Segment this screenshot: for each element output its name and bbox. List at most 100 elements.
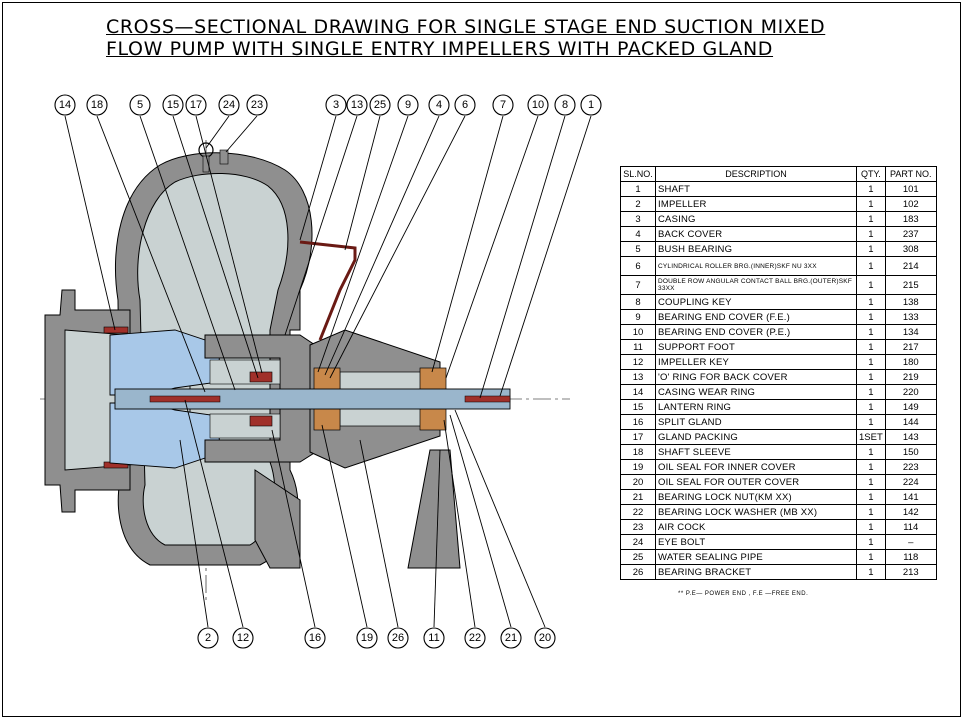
balloon-25 xyxy=(369,94,391,116)
cell-part-no: 141 xyxy=(884,489,937,505)
cell-description: 'O' RING FOR BACK COVER xyxy=(655,369,857,385)
cell-sl-no: 3 xyxy=(620,211,656,227)
balloon-label: 24 xyxy=(223,99,235,111)
cell-sl-no: 17 xyxy=(620,429,656,445)
cell-qty: 1 xyxy=(856,354,886,370)
cell-qty: 1 xyxy=(856,504,886,520)
balloon-label: 11 xyxy=(428,632,439,644)
cell-description: BEARING BRACKET xyxy=(655,564,857,580)
balloon-label: 16 xyxy=(309,632,321,644)
water-sealing-pipe xyxy=(299,240,357,341)
cell-part-no: 143 xyxy=(884,429,937,445)
balloon-label: 12 xyxy=(237,632,249,644)
cell-qty: 1 xyxy=(856,489,886,505)
balloon-label: 6 xyxy=(462,99,468,111)
balloon-3 xyxy=(325,94,347,116)
cell-description: GLAND PACKING xyxy=(655,429,857,445)
drawing-title-line-1: CROSS—SECTIONAL DRAWING FOR SINGLE STAGE… xyxy=(106,16,826,38)
balloon-label: 4 xyxy=(436,99,442,111)
cell-sl-no: 24 xyxy=(620,534,656,550)
cell-part-no: 102 xyxy=(884,196,937,212)
cell-qty: 1 xyxy=(856,256,886,276)
cell-description: IMPELLER KEY xyxy=(655,354,857,370)
balloon-label: 1 xyxy=(588,99,594,111)
balloon-1 xyxy=(580,94,602,116)
cell-sl-no: 18 xyxy=(620,444,656,460)
cell-sl-no: 15 xyxy=(620,399,656,415)
cell-description: SUPPORT FOOT xyxy=(655,339,857,355)
cell-part-no: 220 xyxy=(884,384,937,400)
cell-sl-no: 14 xyxy=(620,384,656,400)
cell-sl-no: 19 xyxy=(620,459,656,475)
cell-qty: 1 xyxy=(856,241,886,257)
balloon-label: 5 xyxy=(137,99,143,111)
cell-description: SHAFT xyxy=(655,181,857,197)
cell-qty: 1 xyxy=(856,294,886,310)
cell-qty: 1 xyxy=(856,309,886,325)
balloon-6 xyxy=(454,94,476,116)
balloon-label: 19 xyxy=(361,632,373,644)
balloon-label: 3 xyxy=(333,99,339,111)
balloon-label: 20 xyxy=(539,632,551,644)
cell-qty: 1 xyxy=(856,519,886,535)
cell-qty: 1 xyxy=(856,211,886,227)
outer-ball-bearing-top xyxy=(419,367,447,391)
col-sl-no: SL.NO. xyxy=(620,166,656,182)
cell-part-no: 133 xyxy=(884,309,937,325)
cell-qty: 1 xyxy=(856,181,886,197)
air-cock xyxy=(219,149,229,165)
table-note: ** P.E— POWER END , F.E —FREE END. xyxy=(678,591,809,597)
table-header-row: SL.NO. DESCRIPTION QTY. PART NO. xyxy=(620,166,937,182)
cell-part-no: 114 xyxy=(884,519,937,535)
cell-sl-no: 25 xyxy=(620,549,656,565)
cell-description: IMPELLER xyxy=(655,196,857,212)
cell-sl-no: 21 xyxy=(620,489,656,505)
cell-qty: 1 xyxy=(856,384,886,400)
cell-qty: 1 xyxy=(856,339,886,355)
col-qty: QTY. xyxy=(856,166,886,182)
cell-sl-no: 6 xyxy=(620,256,656,276)
cell-part-no: 224 xyxy=(884,474,937,490)
cell-part-no: 142 xyxy=(884,504,937,520)
cell-part-no: 217 xyxy=(884,339,937,355)
cell-part-no: 118 xyxy=(884,549,937,565)
cell-sl-no: 20 xyxy=(620,474,656,490)
cell-part-no: – xyxy=(884,534,937,550)
balloon-8 xyxy=(554,94,576,116)
balloon-label: 7 xyxy=(500,99,506,111)
cell-sl-no: 2 xyxy=(620,196,656,212)
casing-foot xyxy=(254,469,301,569)
cell-sl-no: 10 xyxy=(620,324,656,340)
cell-description: SHAFT SLEEVE xyxy=(655,444,857,460)
cell-part-no: 219 xyxy=(884,369,937,385)
cell-sl-no: 26 xyxy=(620,564,656,580)
impeller-key xyxy=(149,395,221,403)
cell-sl-no: 5 xyxy=(620,241,656,257)
balloon-14 xyxy=(54,94,76,116)
balloon-label: 2 xyxy=(205,632,211,644)
cell-description: OIL SEAL FOR INNER COVER xyxy=(655,459,857,475)
support-foot xyxy=(407,449,461,569)
cell-part-no: 149 xyxy=(884,399,937,415)
cell-qty: 1 xyxy=(856,534,886,550)
balloons-bottom: 2 12 16 19 26 11 22 21 20 xyxy=(197,627,556,649)
balloon-label: 15 xyxy=(167,99,179,111)
balloon-20 xyxy=(534,627,556,649)
